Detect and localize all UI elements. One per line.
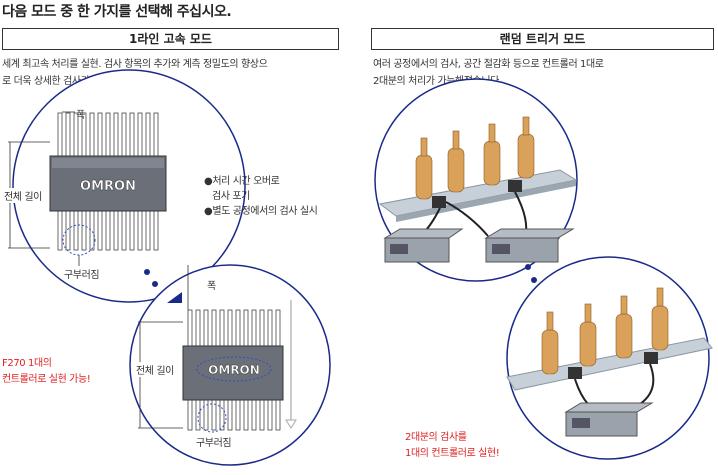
chip-pins-bottom xyxy=(57,209,159,251)
bullet1-line1: ●처리 시간 오버로 xyxy=(204,176,280,187)
note-f270-line2: 컨트롤러로 실현 가능! xyxy=(2,374,91,385)
chip-pins-bottom-2 xyxy=(187,397,281,431)
header-high-speed-mode: 1라인 고속 모드 xyxy=(2,28,339,50)
chip-pins-top-2 xyxy=(187,309,281,349)
left-description-line1: 세계 최고속 처리를 실현. 검사 항목의 추가와 계측 정밀도의 향상으 xyxy=(2,59,268,70)
note-two-line2: 1대의 컨트롤러로 실현! xyxy=(405,448,500,459)
chip-logo-2: OMRON xyxy=(208,363,260,377)
note-f270: F270 1대의 컨트롤러로 실현 가능! xyxy=(2,356,91,388)
note-two-line1: 2대분의 검사를 xyxy=(405,432,467,443)
header-random-trigger-mode: 랜덤 트리거 모드 xyxy=(371,28,714,50)
chip-pins-top xyxy=(57,112,159,159)
label-width-2: 폭 xyxy=(207,281,216,292)
bottles-top xyxy=(415,116,535,200)
bullet2: ●별도 공정에서의 검사 실시 xyxy=(204,206,318,217)
bullet-processing-timeout: ●처리 시간 오버로 검사 포기 ●별도 공정에서의 검사 실시 xyxy=(204,172,318,217)
note-two-inspections: 2대분의 검사를 1대의 컨트롤러로 실현! xyxy=(405,430,500,462)
bottles-bottom xyxy=(541,287,669,375)
right-description-line2: 2대분의 처리가 가능해졌습니다. xyxy=(373,76,502,87)
page-title: 다음 모드 중 한 가지를 선택해 주십시오. xyxy=(2,4,232,20)
label-width: 폭 xyxy=(76,110,85,121)
controller-shared xyxy=(564,402,654,437)
label-total-length-2: 전체 길이 xyxy=(136,362,174,377)
chip-logo: OMRON xyxy=(80,179,136,194)
right-description: 여러 공정에서의 검사, 공간 절감화 등으로 컨트롤러 1대로 2대분의 처리… xyxy=(373,56,713,90)
label-bent: 구부러짐 xyxy=(64,270,100,281)
note-f270-line1: F270 1대의 xyxy=(2,358,52,369)
label-total-length: 전체 길이 xyxy=(4,188,42,203)
right-description-line1: 여러 공정에서의 검사, 공간 절감화 등으로 컨트롤러 1대로 xyxy=(373,59,604,70)
bullet1-line2: 검사 포기 xyxy=(212,191,250,202)
label-bent-2: 구부러짐 xyxy=(196,438,232,449)
controller-2 xyxy=(484,228,575,263)
controller-1 xyxy=(383,228,464,263)
